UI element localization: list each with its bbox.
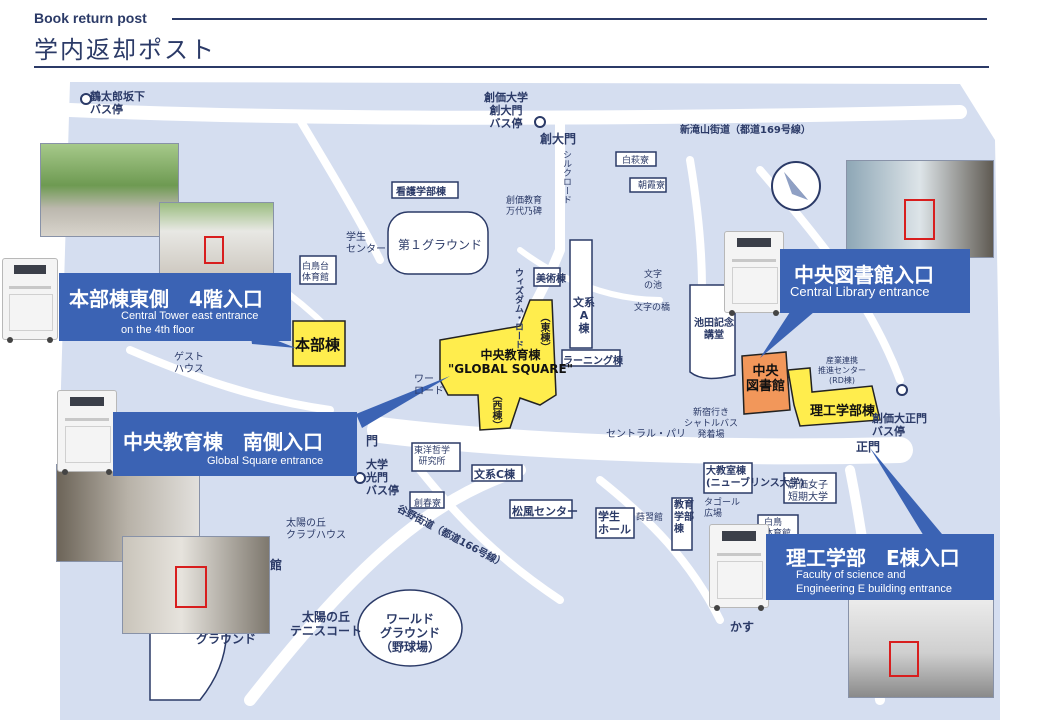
- map-label-teacher-bldg: 教育 学部 棟: [674, 500, 694, 535]
- map-label-bunji-hashi: 文字の橋: [634, 303, 671, 313]
- honbu-building-highlight: [292, 320, 346, 367]
- map-label-sekkyou: 蒔習館: [636, 513, 664, 523]
- map-label-daikyoshitsu: 大教室棟 (ニューブリンス大学): [706, 466, 805, 489]
- callout-library-entrance: 中央図書館入口 Central Library entrance: [780, 249, 970, 313]
- science-building-highlight: [787, 367, 881, 427]
- return-post-marker: [175, 566, 207, 608]
- map-label-tagore: タゴール 広場: [704, 498, 741, 519]
- header-title-en: Book return post: [34, 10, 147, 26]
- map-label-women-college: 創価女子 短期大学: [788, 480, 828, 503]
- map-label-silk-road: シルクロード: [561, 150, 571, 204]
- central-education-building-highlight: [439, 299, 557, 431]
- photo-campus-path-nw: [40, 143, 179, 237]
- map-label-gate-n: 創大門: [540, 132, 577, 146]
- return-post-marker: [904, 199, 935, 240]
- map-label-toyo: 東洋哲学 研究所: [414, 446, 451, 467]
- map-label-asaka: 朝霞寮: [638, 181, 666, 191]
- return-post-kiosk-honbu: [2, 258, 58, 343]
- map-label-hakuou: 白萩寮: [622, 156, 650, 166]
- map-label-kasumi: かす: [730, 620, 755, 634]
- map-label-honbu: 本部棟: [295, 336, 341, 354]
- map-label-taiyou-club: 太陽の丘 クラブハウス: [286, 518, 346, 541]
- map-label-bansei: 創価教育 万代乃碑: [506, 196, 543, 217]
- map-label-gate-main: 正門: [856, 440, 881, 454]
- callout-honbu-subtitle: Central Tower east entrance on the 4th f…: [121, 310, 259, 336]
- map-label-bus-stop-n: 創価大学 創大門 バス停: [484, 91, 528, 130]
- map-label-bunkei-a: 文系 A 棟: [573, 296, 595, 335]
- callout-pointers: [250, 312, 952, 546]
- map-label-student-hall: 学生 ホール: [598, 510, 631, 536]
- callout-honbu-entrance: 本部棟東側 4階入口 Central Tower east entrance o…: [59, 273, 291, 341]
- map-label-bus-stop-nw: 鶴太郎坂下 バス停: [90, 90, 145, 116]
- map-label-bijutsu: 美術棟: [536, 274, 566, 285]
- map-label-east-bldg: （東棟）: [538, 312, 549, 352]
- compass-icon: [771, 161, 821, 211]
- callout-library-title: 中央図書館入口: [794, 263, 934, 287]
- map-label-central-lib: 中央 図書館: [746, 364, 786, 394]
- header-rule-bottom: [34, 66, 989, 68]
- callout-science-title: 理工学部 E棟入口: [786, 546, 960, 570]
- map-label-tower: ワー ロード: [414, 374, 444, 397]
- return-post-kiosk-library: [724, 231, 784, 316]
- map-label-gate-w: 門: [366, 434, 379, 448]
- photo-library-entrance: [846, 160, 994, 258]
- map-label-hakuchou: 白鳥台 体育館: [302, 262, 330, 283]
- return-post-marker: [889, 641, 919, 677]
- photo-science-building-entrance: [848, 598, 994, 698]
- map-label-central-edu: 中央教育棟 "GLOBAL SQUARE": [448, 348, 573, 376]
- map-label-bus-stop-w: 大学 光門 バス停: [366, 458, 399, 497]
- map-label-ground1: 第１グラウンド: [398, 238, 483, 252]
- central-library-highlight: [741, 351, 791, 415]
- return-post-kiosk-global-square: [57, 390, 117, 475]
- callout-global-square-title: 中央教育棟 南側入口: [123, 430, 323, 454]
- return-post-marker: [204, 236, 224, 264]
- callout-science-entrance: 理工学部 E棟入口 Faculty of science and Enginee…: [766, 534, 994, 600]
- map-label-sangaku: 産業連携 推進センター (RD棟): [818, 356, 866, 385]
- map-label-bus-stop-e: 創価大正門 バス停: [872, 412, 927, 438]
- photo-honbu-entrance: [159, 202, 274, 274]
- map-label-world-ground: ワールド グラウンド （野球場）: [380, 612, 441, 654]
- map-label-matsubara: 松風センター: [512, 505, 578, 518]
- bus-stop-markers: [80, 93, 908, 484]
- map-label-ikeda: 池田記念 講堂: [694, 318, 734, 341]
- map-label-learning: ラーニング棟: [563, 356, 623, 367]
- map-label-street-n: 新滝山街道（都道169号線）: [680, 125, 811, 136]
- callout-science-subtitle: Faculty of science and Engineering E bui…: [796, 569, 952, 595]
- callout-global-square-subtitle: Global Square entrance: [207, 455, 324, 467]
- map-label-nursing: 看護学部棟: [396, 187, 446, 198]
- header-title-jp: 学内返却ポスト: [34, 36, 216, 64]
- map-label-bunji-ike: 文字 の池: [644, 270, 663, 291]
- map-label-ground-sw: グラウンド: [196, 632, 257, 646]
- header-rule-top: [172, 18, 987, 20]
- map-label-student-center: 学生 センター: [346, 232, 386, 255]
- map-label-shinjuku-bus: 新宿行き シャトルバス 発着場: [684, 408, 739, 440]
- callout-honbu-title: 本部棟東側 4階入口: [69, 287, 263, 311]
- map-label-west-bldg: （西棟）: [490, 390, 501, 430]
- return-post-kiosk-science: [709, 524, 769, 611]
- map-label-bunkei-c: 文系C棟: [474, 468, 516, 481]
- map-label-guest: ゲスト ハウス: [174, 352, 204, 375]
- map-label-science: 理工学部棟: [810, 404, 876, 419]
- map-label-central-park: セントラル・パリ: [606, 429, 686, 440]
- map-label-wisdom-road: ウィズダム・ロード: [513, 268, 523, 349]
- map-label-tennis: 太陽の丘 テニスコート: [290, 610, 363, 638]
- buildings: [149, 151, 837, 701]
- callout-global-square-entrance: 中央教育棟 南側入口 Global Square entrance: [113, 412, 357, 476]
- photo-global-square-entrance: [122, 536, 270, 634]
- map-label-sokaen: 創春寮: [414, 499, 442, 509]
- callout-library-subtitle: Central Library entrance: [790, 284, 930, 299]
